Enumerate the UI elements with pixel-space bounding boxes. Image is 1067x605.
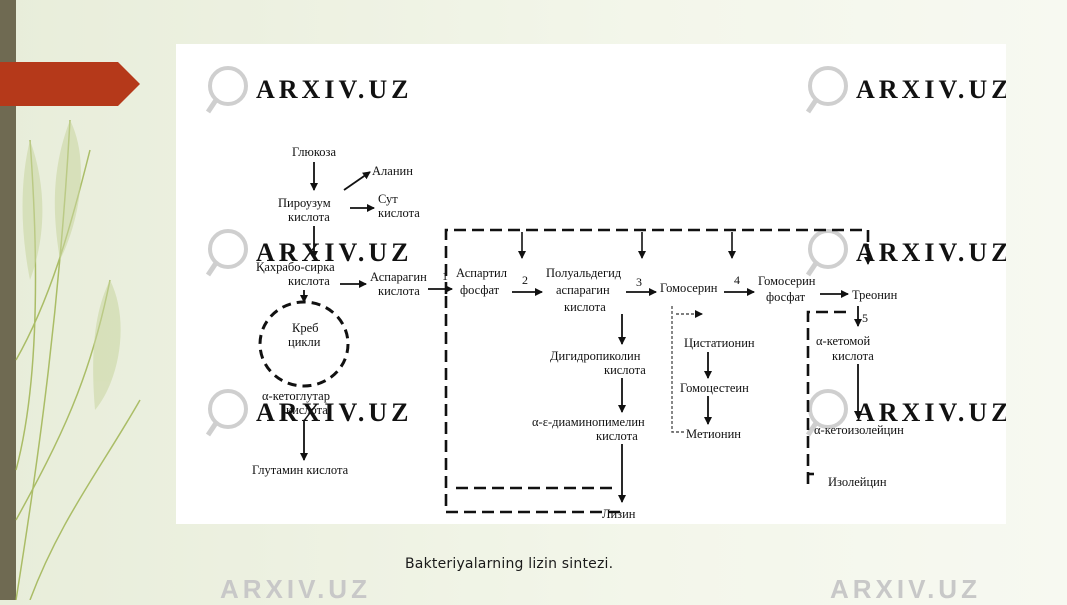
watermark-text-2: ARXIV.UZ bbox=[856, 75, 1006, 104]
node-aspartyl-2: фосфат bbox=[460, 283, 500, 297]
diagram-labels: Глюкоза Аланин Пироузум кислота Сут кисл… bbox=[252, 145, 904, 521]
watermark-text-1: ARXIV.UZ bbox=[256, 75, 413, 104]
node-semialdehyde-3: кислота bbox=[564, 300, 606, 314]
node-methionine: Метионин bbox=[686, 427, 741, 441]
node-ketoglutarate-1: α-кетоглутар bbox=[262, 389, 330, 403]
node-oxaloacetic-2: кислота bbox=[288, 274, 330, 288]
node-homoserine-phosphate-1: Гомосерин bbox=[758, 274, 816, 288]
node-homocysteine: Гомоцестеин bbox=[680, 381, 749, 395]
watermark-text-3: ARXIV.UZ bbox=[256, 238, 413, 267]
node-diaminopimelic-2: кислота bbox=[596, 429, 638, 443]
watermark-bottom-right: ARXIV.UZ bbox=[830, 574, 981, 604]
node-threonine: Треонин bbox=[852, 288, 898, 302]
node-oxaloacetic-1: Қахрабо-сирка bbox=[256, 260, 335, 274]
node-pyruvic-2: кислота bbox=[288, 210, 330, 224]
node-semialdehyde-2: аспарагин bbox=[556, 283, 610, 297]
watermark-group: ARXIV.UZ ARXIV.UZ ARXIV.UZ ARXIV.UZ ARXI bbox=[205, 66, 1009, 437]
watermark-text-5: ARXIV.UZ bbox=[256, 398, 413, 427]
node-aspartyl-1: Аспартил bbox=[456, 266, 507, 280]
lysine-synthesis-diagram: ARXIV.UZ ARXIV.UZ ARXIV.UZ ARXIV.UZ ARXI bbox=[205, 66, 1009, 521]
node-lactic-1: Сут bbox=[378, 192, 398, 206]
dashed-feedback bbox=[444, 228, 870, 514]
node-glutamic: Глутамин кислота bbox=[252, 463, 349, 477]
node-krebs-2: цикли bbox=[288, 335, 321, 349]
node-lysine: Лизин bbox=[602, 507, 636, 521]
decorative-leaves bbox=[15, 119, 141, 600]
solid-arrows bbox=[300, 162, 862, 503]
step-4: 4 bbox=[734, 273, 740, 287]
node-isoleucine: Изолейцин bbox=[828, 475, 887, 489]
node-krebs-1: Креб bbox=[292, 321, 319, 335]
node-homoserine: Гомосерин bbox=[660, 281, 718, 295]
node-alanine: Аланин bbox=[372, 164, 413, 178]
node-pyruvic-1: Пироузум bbox=[278, 196, 331, 210]
step-5: 5 bbox=[862, 311, 868, 325]
node-ketobutyric-2: кислота bbox=[832, 349, 874, 363]
node-aspartic-1: Аспарагин bbox=[370, 270, 427, 284]
node-aspartic-2: кислота bbox=[378, 284, 420, 298]
node-semialdehyde-1: Полуальдегид bbox=[546, 266, 622, 280]
node-dihydropicolinic-1: Дигидропиколин bbox=[550, 349, 641, 363]
node-ketobutyric-1: α-кетомой bbox=[816, 334, 870, 348]
watermark-bottom-left: ARXIV.UZ bbox=[220, 574, 371, 604]
watermark-text-4: ARXIV.UZ bbox=[856, 238, 1006, 267]
node-homoserine-phosphate-2: фосфат bbox=[766, 290, 806, 304]
node-lactic-2: кислота bbox=[378, 206, 420, 220]
node-ketoisoleucine: α-кетоизолейцин bbox=[814, 423, 904, 437]
title-arrow-tab bbox=[0, 62, 140, 106]
methionine-branch bbox=[671, 306, 703, 433]
step-3: 3 bbox=[636, 275, 642, 289]
dashed-droplines bbox=[518, 232, 872, 265]
diagram-caption: Bakteriyalarning lizin sintezi. bbox=[405, 556, 614, 572]
node-cystathionine: Цистатионин bbox=[684, 336, 755, 350]
diagram-panel: ARXIV.UZ ARXIV.UZ ARXIV.UZ ARXIV.UZ ARXI bbox=[176, 44, 1009, 524]
left-accent-bar bbox=[0, 0, 16, 600]
step-2: 2 bbox=[522, 273, 528, 287]
node-diaminopimelic-1: α-ε-диаминопимелин bbox=[532, 415, 645, 429]
watermark-text-6: ARXIV.UZ bbox=[856, 398, 1006, 427]
node-dihydropicolinic-2: кислота bbox=[604, 363, 646, 377]
node-glucose: Глюкоза bbox=[292, 145, 336, 159]
node-ketoglutarate-2: кислота bbox=[286, 403, 328, 417]
